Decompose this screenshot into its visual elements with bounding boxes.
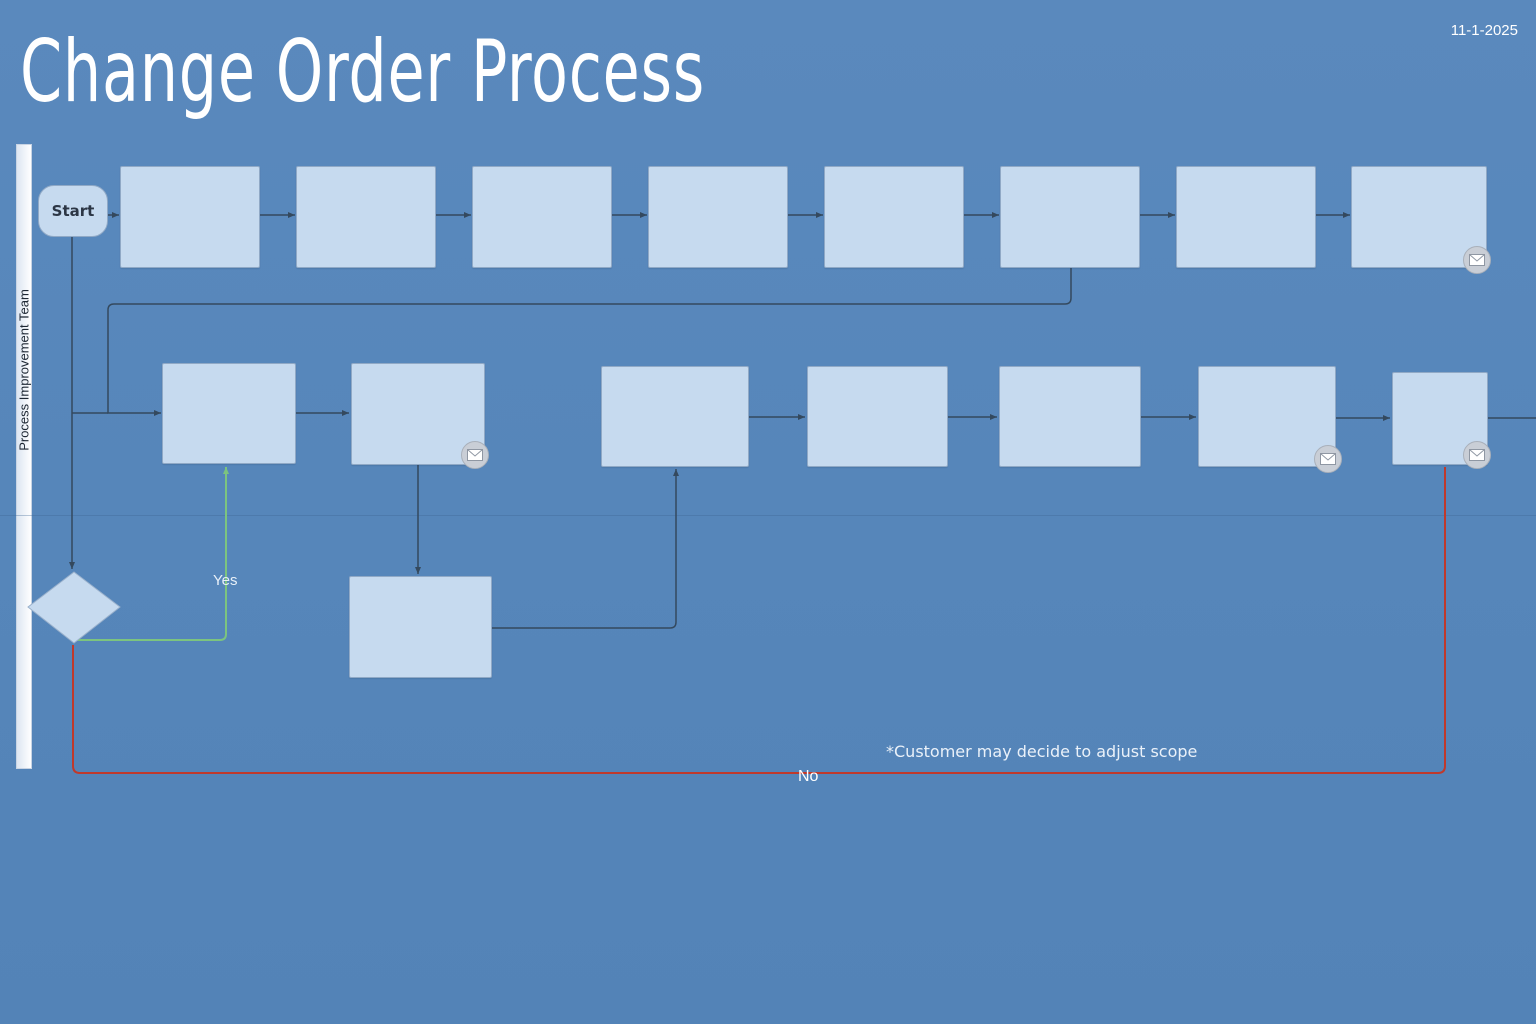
process-step bbox=[1351, 166, 1487, 268]
process-step bbox=[824, 166, 964, 268]
envelope-icon bbox=[461, 441, 489, 469]
connector bbox=[107, 268, 1072, 416]
process-step bbox=[472, 166, 612, 268]
page-title: Change Order Process bbox=[20, 22, 706, 122]
start-node: Start bbox=[38, 185, 108, 237]
process-step bbox=[120, 166, 260, 268]
process-step bbox=[807, 366, 948, 467]
swimlane-header bbox=[16, 144, 32, 769]
no-connector bbox=[72, 467, 1446, 774]
no-label: No bbox=[798, 768, 819, 785]
process-step bbox=[349, 576, 492, 678]
decision-diamond bbox=[27, 571, 121, 644]
envelope-icon bbox=[1314, 445, 1342, 473]
process-step bbox=[1198, 366, 1336, 467]
process-step bbox=[351, 363, 485, 465]
process-step bbox=[296, 166, 436, 268]
envelope-icon bbox=[1463, 441, 1491, 469]
process-step bbox=[1176, 166, 1316, 268]
envelope-icon bbox=[1463, 246, 1491, 274]
date-label: 11-1-2025 bbox=[1450, 22, 1518, 39]
connector bbox=[492, 469, 679, 629]
process-step bbox=[162, 363, 296, 464]
yes-label: Yes bbox=[213, 572, 238, 589]
process-step bbox=[1000, 166, 1140, 268]
process-step bbox=[648, 166, 788, 268]
yes-connector bbox=[75, 467, 229, 641]
swimlane-divider bbox=[0, 515, 1536, 516]
process-step bbox=[601, 366, 749, 467]
process-step bbox=[999, 366, 1141, 467]
scope-note: *Customer may decide to adjust scope bbox=[886, 742, 1198, 761]
